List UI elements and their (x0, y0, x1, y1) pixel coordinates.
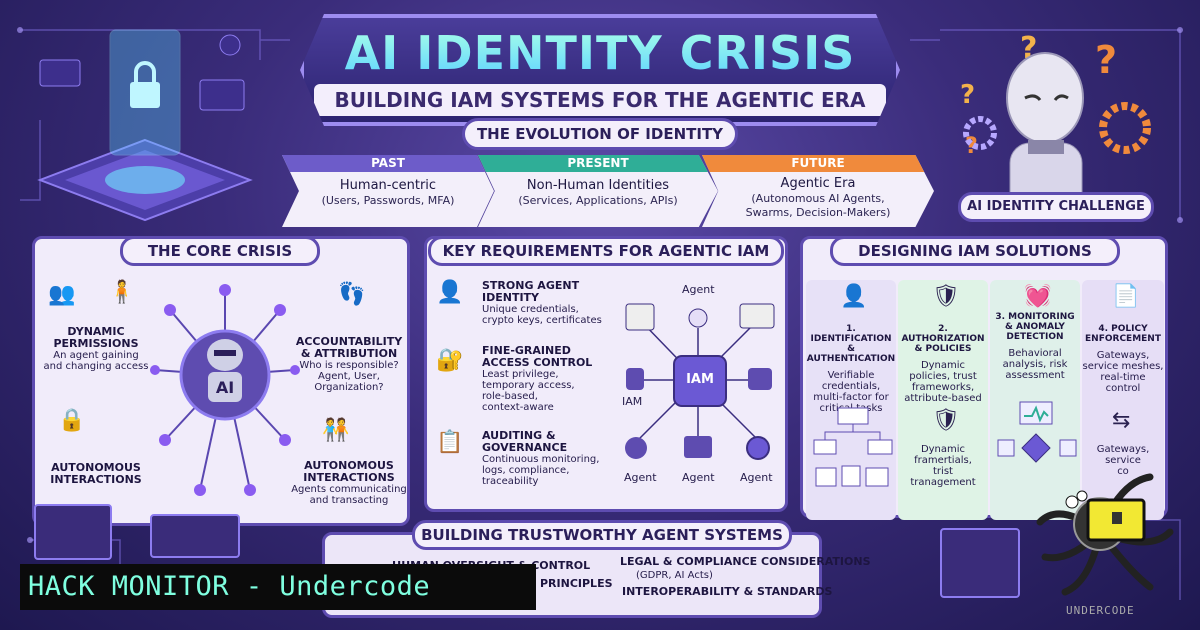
shield-check-icon-secondary: 🛡 (932, 408, 960, 433)
solution-col-authorization: 🛡 2. AUTHORIZATION & POLICIES Dynamic po… (898, 280, 988, 520)
clipboard-pen-icon: 📋 (436, 430, 464, 455)
crisis-autonomous-interactions-left: AUTONOMOUS INTERACTIONS (50, 461, 142, 486)
person-icon: 🧍 (108, 280, 136, 305)
req-fine-grained: FINE-GRAINED ACCESS CONTROL Least privil… (482, 344, 593, 414)
authorization-secondary-text: Dynamic framertials, trist tranagement (910, 444, 976, 488)
stage-line2: (Autonomous AI Agents, (751, 192, 885, 205)
page-title: AI IDENTITY CRISIS (304, 26, 896, 80)
monitor-screen-decoration (34, 504, 112, 560)
anomaly-detection-diagram (997, 401, 1077, 463)
svg-text:?: ? (1095, 38, 1117, 82)
stage-heading: PRESENT (478, 155, 718, 172)
iam-side-label: IAM (622, 395, 643, 408)
requirements-panel (424, 236, 788, 512)
core-crisis-title: THE CORE CRISIS (120, 236, 320, 266)
crisis-dynamic-permissions: DYNAMIC PERMISSIONS An agent gaining and… (43, 325, 149, 373)
stage-line2: (Services, Applications, APIs) (518, 194, 678, 207)
iam-hub-label: IAM (686, 372, 714, 387)
stage-line2: (Users, Passwords, MFA) (321, 194, 455, 207)
req-auditing: AUDITING & GOVERNANCE Continuous monitor… (482, 429, 600, 488)
ai-center-label: AI (215, 378, 235, 397)
robot-question-illustration: ? ? ? ? (960, 31, 1151, 214)
ai-network-diagram (150, 284, 300, 496)
trust-principles: PRINCIPLES (540, 577, 613, 590)
evolution-stage-past: PAST Human-centric (Users, Passwords, MF… (282, 155, 494, 227)
user-badge-icon: 👤 (840, 284, 868, 309)
solution-col-monitoring: 💓 3. MONITORING & ANOMALY DETECTION Beha… (990, 280, 1080, 520)
stage-heading: PAST (282, 155, 494, 172)
agent-label-middle: Agent (682, 471, 715, 484)
stage-line1: Human-centric (339, 178, 437, 193)
undercode-brand-text: UNDERCODE (1066, 604, 1135, 617)
code-screen-decoration (150, 514, 240, 558)
evolution-label: THE EVOLUTION OF IDENTITY (462, 118, 738, 150)
network-screen-decoration (940, 528, 1020, 598)
policy-document-icon: 📄 (1112, 284, 1140, 309)
credential-flow-diagram (813, 407, 893, 487)
req-strong-identity: STRONG AGENT IDENTITY Unique credentials… (482, 279, 602, 327)
evolution-stage-future: FUTURE Agentic Era (Autonomous AI Agents… (702, 155, 934, 227)
requirements-title: KEY REQUIREMENTS FOR AGENTIC IAM (428, 236, 784, 266)
stage-line1: Non-Human Identities (526, 178, 670, 193)
agent-label-left: Agent (624, 471, 657, 484)
padlock-search-icon: 🔐 (436, 348, 464, 373)
lock-hologram-illustration (37, 29, 253, 222)
title-banner: AI IDENTITY CRISIS BUILDING IAM SYSTEMS … (300, 14, 900, 126)
trust-interoperability: INTEROPERABILITY & STANDARDS (622, 585, 833, 598)
evolution-stage-present: PRESENT Non-Human Identities (Services, … (478, 155, 718, 227)
ai-identity-challenge-label: AI IDENTITY CHALLENGE (958, 192, 1154, 222)
footprints-icon: 👣 (338, 282, 366, 307)
undercode-octopus-logo (1036, 473, 1174, 596)
users-exchange-icon: 👥 (48, 282, 76, 307)
trust-title: BUILDING TRUSTWORTHY AGENT SYSTEMS (412, 520, 792, 550)
crisis-autonomous-interactions-right: AUTONOMOUS INTERACTIONS Agents communica… (291, 459, 407, 507)
lock-cycle-icon: 🔒 (58, 408, 86, 433)
agent-label-right: Agent (740, 471, 773, 484)
crisis-accountability: ACCOUNTABILITY & ATTRIBUTION Who is resp… (295, 335, 403, 394)
stage-line1: Agentic Era (780, 176, 856, 191)
enforcement-secondary-text: Gateways, service co (1096, 444, 1150, 477)
gateway-icon: ⇆ (1112, 408, 1131, 433)
agent-top-label: Agent (682, 283, 715, 296)
iam-hub-diagram (625, 303, 775, 460)
trust-legal: LEGAL & COMPLIANCE CONSIDERATIONS (620, 555, 871, 568)
svg-text:?: ? (960, 80, 975, 110)
stage-line3: Swarms, Decision-Makers) (745, 206, 891, 219)
identity-user-icon: 👤 (436, 280, 464, 305)
agents-communicating-icon: 🧑‍🤝‍🧑 (322, 418, 350, 443)
stage-heading: FUTURE (702, 155, 934, 172)
page-subtitle: BUILDING IAM SYSTEMS FOR THE AGENTIC ERA (314, 84, 886, 116)
heartbeat-monitor-icon: 💓 (1024, 284, 1052, 309)
hack-monitor-watermark: HACK MONITOR - Undercode (20, 564, 536, 610)
trust-legal-detail: (GDPR, AI Acts) (636, 570, 713, 581)
shield-check-icon: 🛡 (932, 284, 960, 309)
solutions-title: DESIGNING IAM SOLUTIONS (830, 236, 1120, 266)
